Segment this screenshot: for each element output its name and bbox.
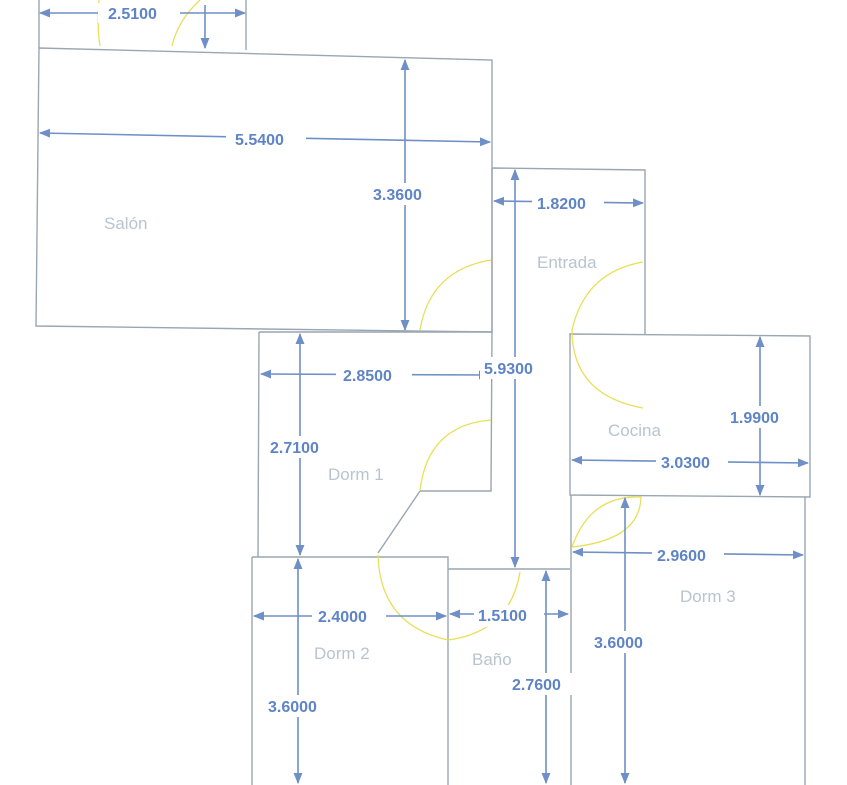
dorm3-door-arc — [571, 496, 642, 548]
dim-label-dorm2-width: 2.4000 — [318, 609, 367, 626]
room-label-cocina: Cocina — [608, 421, 661, 440]
dorm1-walls — [257, 331, 493, 558]
dorm2-door-arc — [377, 554, 521, 641]
room-labels: Salón Entrada Dorm 1 Cocina Dorm 2 Baño … — [104, 214, 736, 669]
dim-label-dorm3-height: 3.6000 — [594, 635, 643, 652]
entrada-walls — [491, 167, 646, 334]
dimension-lines — [38, 5, 810, 785]
dim-label-dorm1-height: 2.7100 — [270, 440, 319, 457]
dim-label-bano-height: 2.7600 — [512, 677, 561, 694]
dorm1-door-arc — [419, 419, 492, 491]
room-label-entrada: Entrada — [537, 253, 597, 272]
room-label-salon: Salón — [104, 214, 147, 233]
dim-label-cocina-height: 1.9900 — [730, 410, 779, 427]
dimension-labels: 2.5100 5.5400 3.3600 1.8200 5.9300 2.850… — [98, 3, 795, 717]
room-label-dorm1: Dorm 1 — [328, 465, 384, 484]
dim-label-dorm1-width: 2.8500 — [343, 368, 392, 385]
top-room-walls — [38, 0, 247, 50]
doors — [97, 0, 644, 641]
salon-door-arc — [419, 259, 492, 331]
cocina-walls — [569, 333, 811, 498]
walls — [35, 0, 811, 785]
dim-label-dorm3-width: 2.9600 — [657, 548, 706, 565]
dorm3-walls — [570, 495, 806, 785]
entrada-door-arc — [571, 261, 644, 409]
dim-label-cocina-width: 3.0300 — [661, 455, 710, 472]
dim-label-salon-width: 5.5400 — [235, 132, 284, 149]
dim-label-dorm2-height: 3.6000 — [268, 699, 317, 716]
room-label-dorm2: Dorm 2 — [314, 644, 370, 663]
door-swing-line — [377, 490, 421, 554]
room-label-bano: Baño — [472, 650, 512, 669]
dim-label-top-width: 2.5100 — [108, 6, 157, 23]
dim-label-salon-height: 3.3600 — [373, 187, 422, 204]
room-label-dorm3: Dorm 3 — [680, 587, 736, 606]
dorm2-walls — [251, 556, 449, 785]
dim-label-hall-height: 5.9300 — [484, 361, 533, 378]
dim-label-entrada-width: 1.8200 — [537, 196, 586, 213]
dim-label-bano-width: 1.5100 — [478, 608, 527, 625]
